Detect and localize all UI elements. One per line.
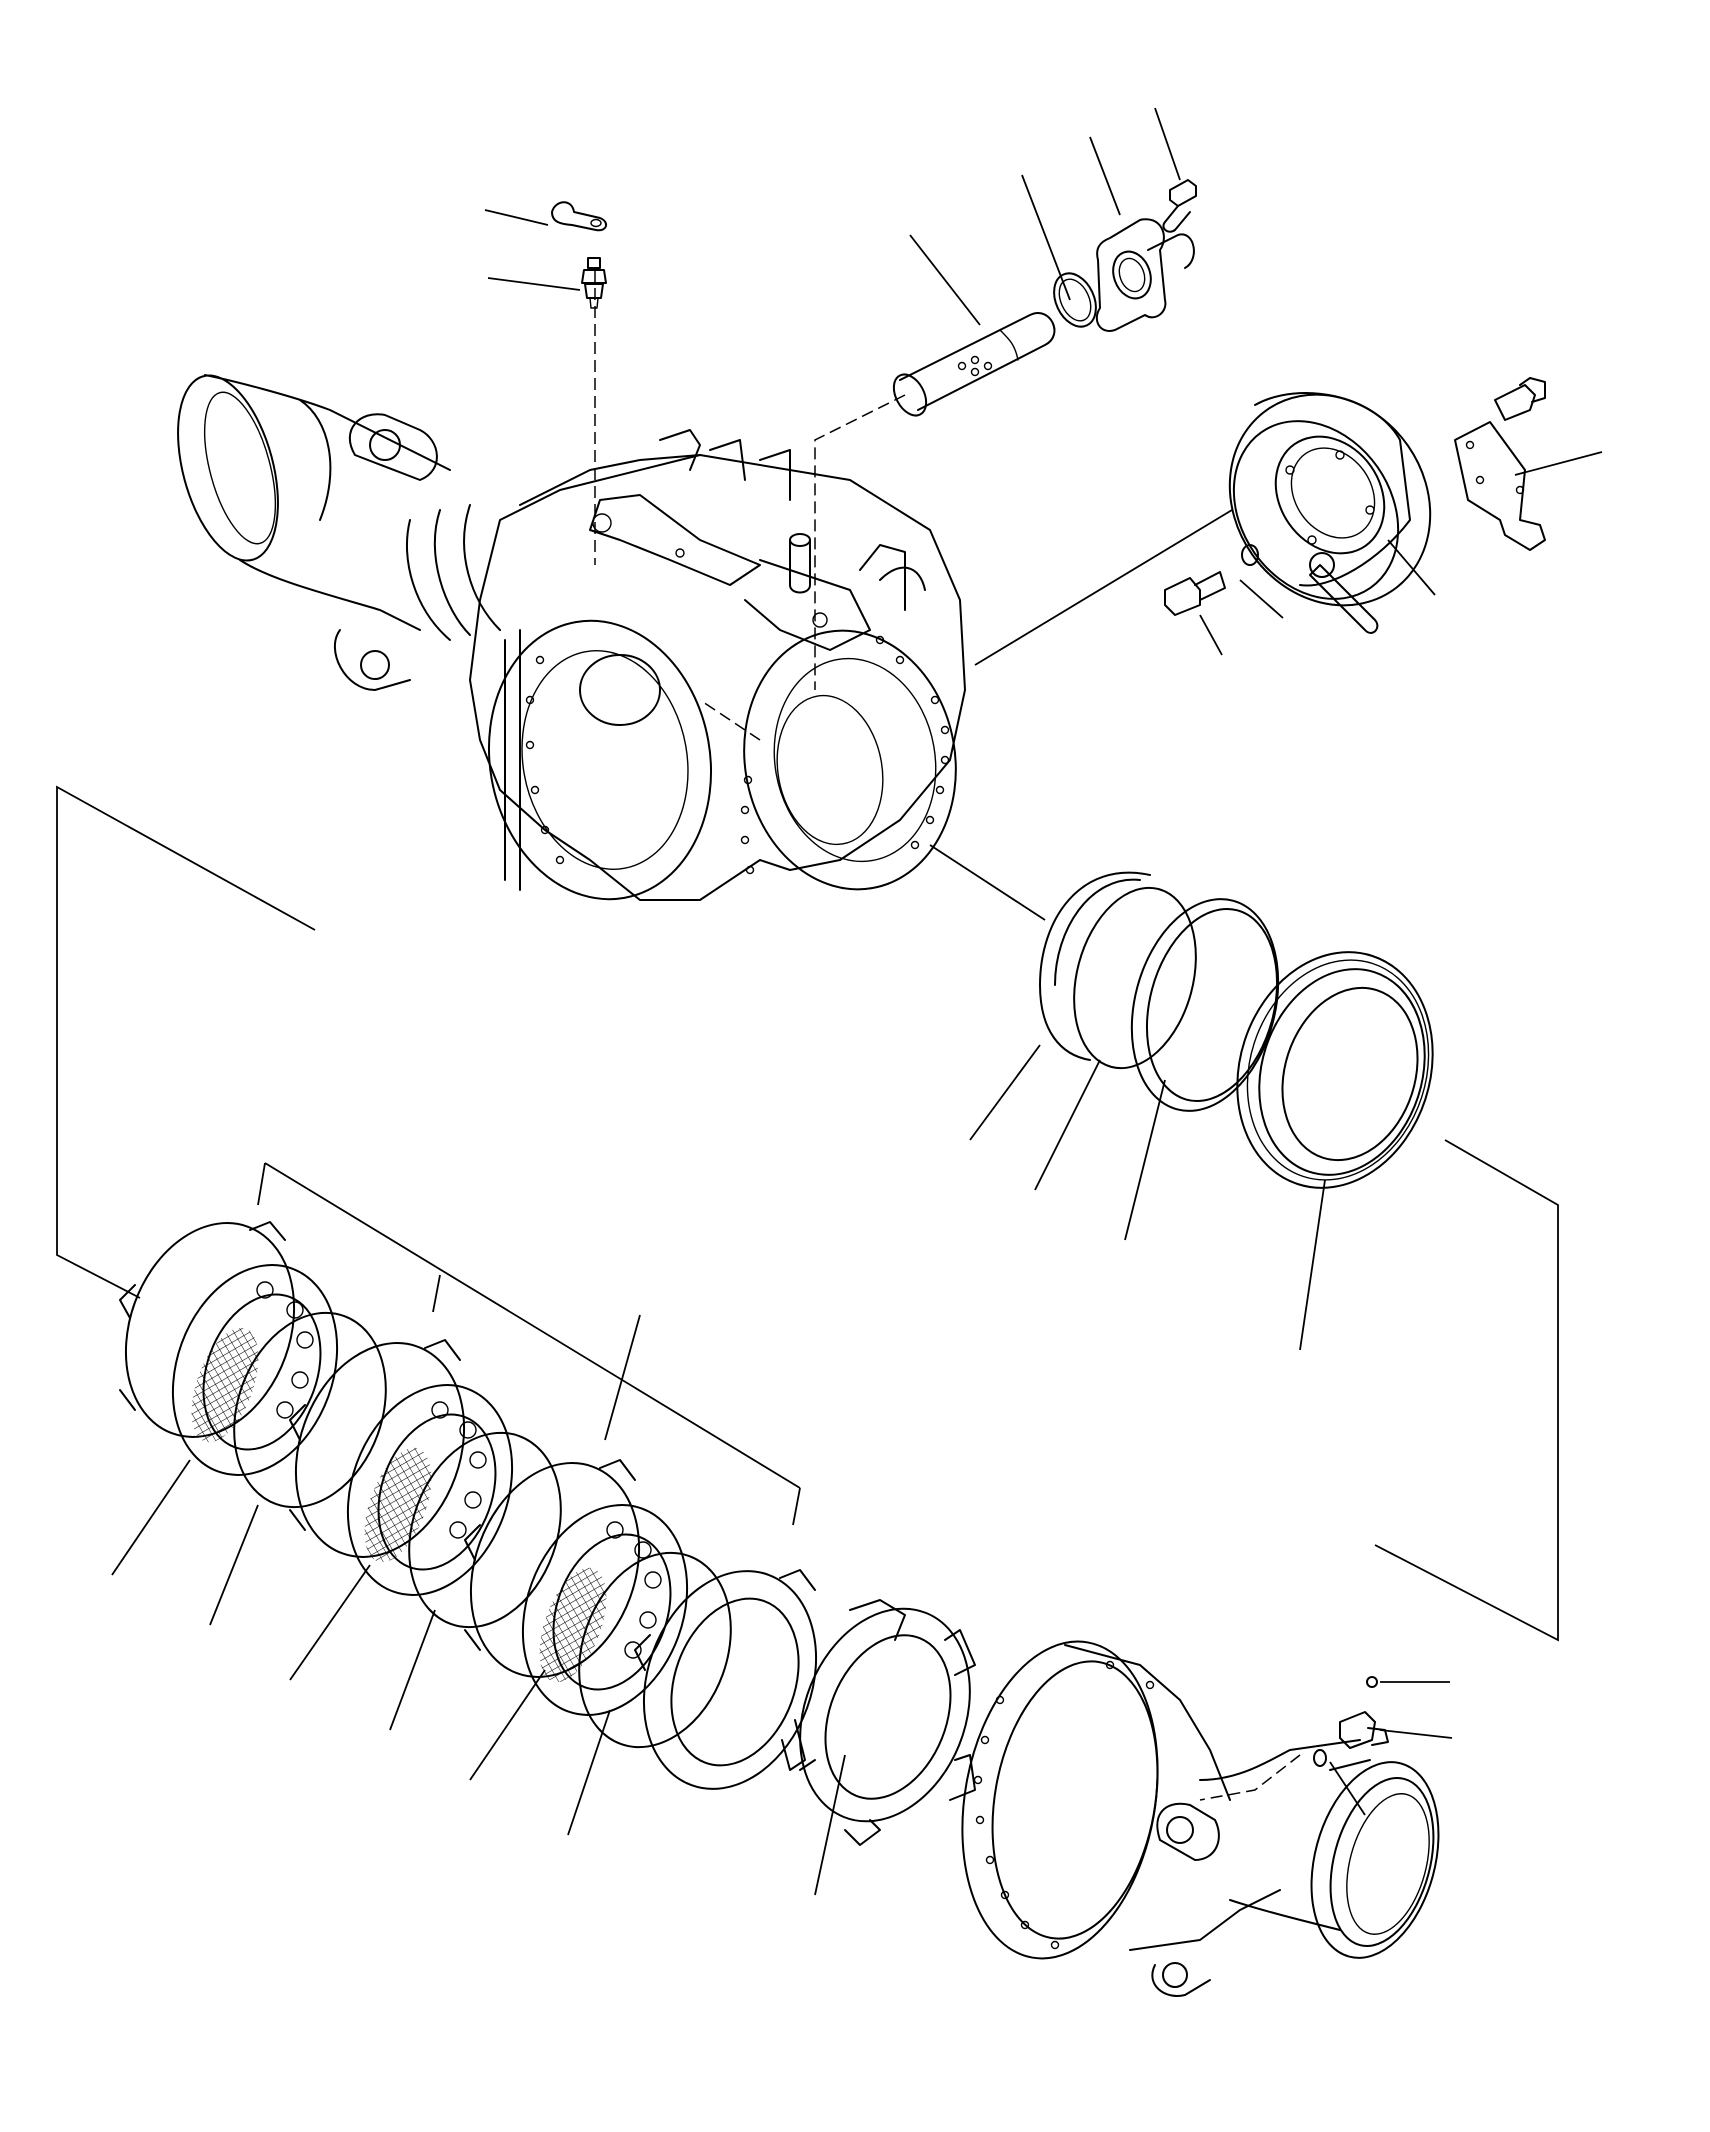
axle-housing	[177, 374, 966, 901]
leader-lines	[56, 107, 1603, 1896]
right-axle-housing	[961, 1640, 1440, 1997]
breather-fittings	[1313, 1676, 1389, 1767]
pin-and-cover-parts	[892, 179, 1197, 417]
spring-retainer	[781, 1599, 976, 1846]
grease-fitting-and-clamp	[551, 201, 608, 309]
brake-cover-and-bracket	[1164, 377, 1546, 634]
seal-rings	[1039, 871, 1434, 1189]
brake-plate-stack	[119, 1221, 818, 1790]
housing-bolt-holes	[525, 635, 950, 875]
